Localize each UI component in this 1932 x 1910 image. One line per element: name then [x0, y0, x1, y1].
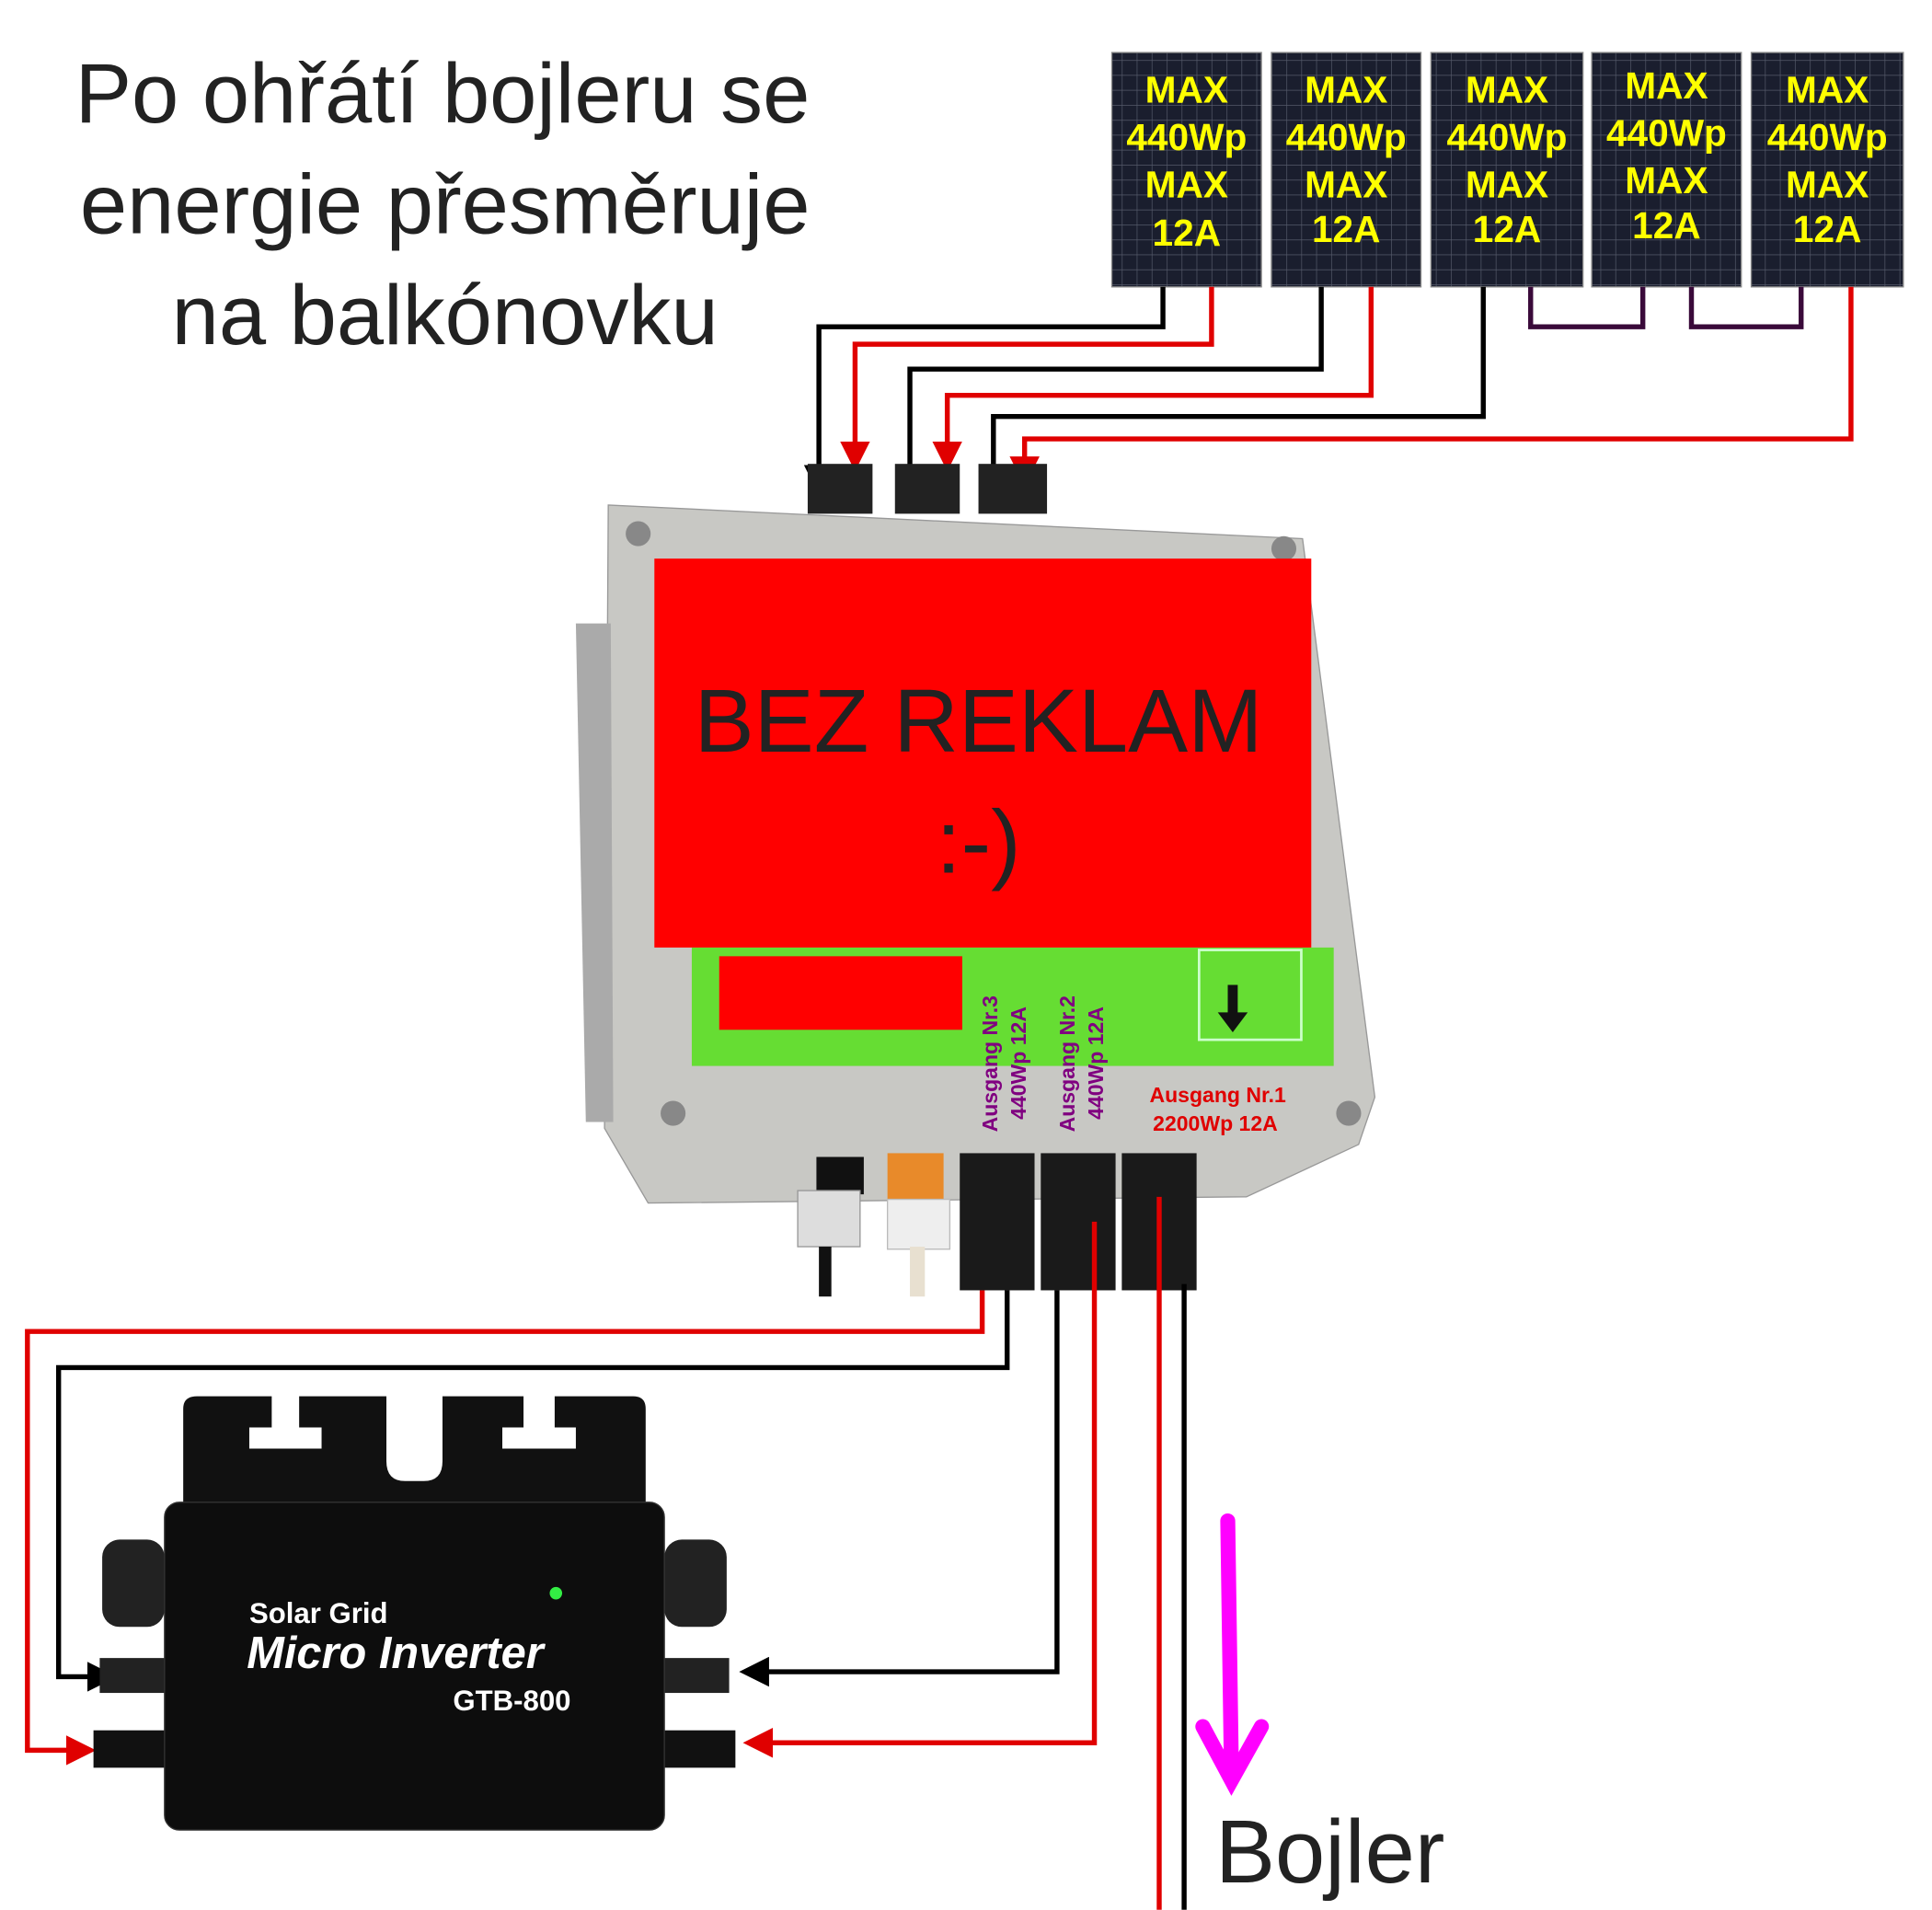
svg-text:MAX: MAX [1466, 163, 1548, 205]
svg-text:MAX: MAX [1145, 163, 1228, 205]
svg-text:12A: 12A [1153, 212, 1222, 254]
svg-text:MAX: MAX [1466, 68, 1548, 110]
output-1-name: Ausgang Nr.1 [1149, 1083, 1286, 1107]
panel-wires [803, 286, 1854, 501]
svg-text:MAX: MAX [1786, 68, 1869, 110]
title-line: na balkónovku [172, 268, 719, 362]
output-1-spec: 2200Wp 12A [1153, 1111, 1278, 1135]
output-2-spec: 440Wp 12A [1084, 1007, 1108, 1120]
svg-text:12A: 12A [1793, 208, 1862, 250]
status-led [549, 1586, 563, 1600]
overlay-smiley: :-) [937, 792, 1021, 892]
svg-text:440Wp: 440Wp [1126, 116, 1247, 158]
title-line: Po ohřátí bojleru se [75, 46, 811, 141]
svg-text:12A: 12A [1632, 204, 1701, 247]
svg-text:MAX: MAX [1305, 68, 1387, 110]
title-line: energie přesměruje [80, 157, 811, 252]
ad-overlay [654, 558, 1312, 948]
svg-text:MAX: MAX [1145, 68, 1228, 110]
svg-text:MAX: MAX [1305, 163, 1387, 205]
output-3-name: Ausgang Nr.3 [978, 995, 1002, 1132]
output-wires [25, 1196, 1187, 1910]
svg-text:MAX: MAX [1625, 159, 1708, 201]
micro-inverter: Solar Grid Micro Inverter GTB-800 [93, 1396, 736, 1831]
boiler-arrow-icon [1195, 1513, 1270, 1796]
svg-text:440Wp: 440Wp [1286, 116, 1407, 158]
inverter-model: GTB-800 [453, 1685, 570, 1717]
svg-text:440Wp: 440Wp [1447, 116, 1568, 158]
output-3-spec: 440Wp 12A [1006, 1007, 1030, 1120]
svg-text:440Wp: 440Wp [1767, 116, 1888, 158]
inverter-title: Micro Inverter [247, 1628, 546, 1678]
svg-text:12A: 12A [1312, 208, 1381, 250]
controller-box: BEZ REKLAM :-) Ausgang Nr.3 440Wp 12A Au… [575, 464, 1376, 1297]
svg-text:440Wp: 440Wp [1606, 112, 1727, 155]
boiler-label: Bojler [1215, 1801, 1444, 1902]
svg-text:12A: 12A [1473, 208, 1542, 250]
overlay-text: BEZ REKLAM [695, 671, 1263, 771]
svg-text:MAX: MAX [1625, 64, 1708, 107]
output-2-name: Ausgang Nr.2 [1055, 995, 1079, 1132]
svg-text:MAX: MAX [1786, 163, 1869, 205]
title: Po ohřátí bojleru se energie přesměruje … [75, 46, 811, 362]
redaction-block [719, 956, 962, 1030]
inverter-brand: Solar Grid [249, 1597, 388, 1629]
